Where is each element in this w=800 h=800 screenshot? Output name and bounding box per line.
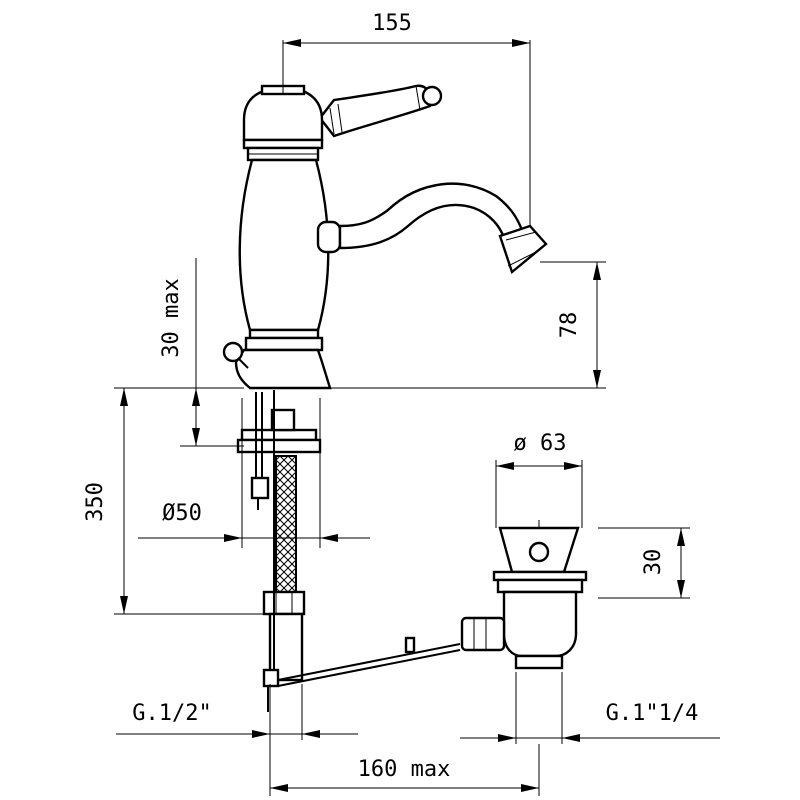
mixer-tap — [222, 72, 548, 712]
tap-body — [234, 158, 332, 390]
dimension-labels: 155 78 30 max 350 Ø50 ø 63 30 G.1/2" G.1… — [83, 11, 698, 782]
dim-max-thickness: 30 max — [159, 278, 184, 357]
dim-width-top: 155 — [372, 11, 412, 36]
dim-spout-height: 78 — [557, 312, 582, 339]
dim-drain-height: 30 — [641, 549, 666, 576]
dim-drain-thread: G.1"1/4 — [606, 701, 699, 726]
dim-drain-diameter: ø 63 — [514, 431, 567, 456]
dim-hole-diameter: Ø50 — [162, 501, 202, 526]
pop-up-knob — [222, 341, 249, 369]
pop-up-waste — [460, 520, 588, 670]
pop-up-rod — [262, 390, 280, 712]
spout — [316, 182, 548, 275]
dimension-lines — [114, 39, 720, 796]
dim-inlet-thread: G.1/2" — [132, 701, 211, 726]
dim-rod-length: 160 max — [358, 757, 451, 782]
dim-total-height: 350 — [83, 482, 108, 522]
flexible-hose — [262, 455, 306, 682]
lever-handle — [318, 84, 443, 138]
cartridge-cap — [242, 84, 324, 162]
